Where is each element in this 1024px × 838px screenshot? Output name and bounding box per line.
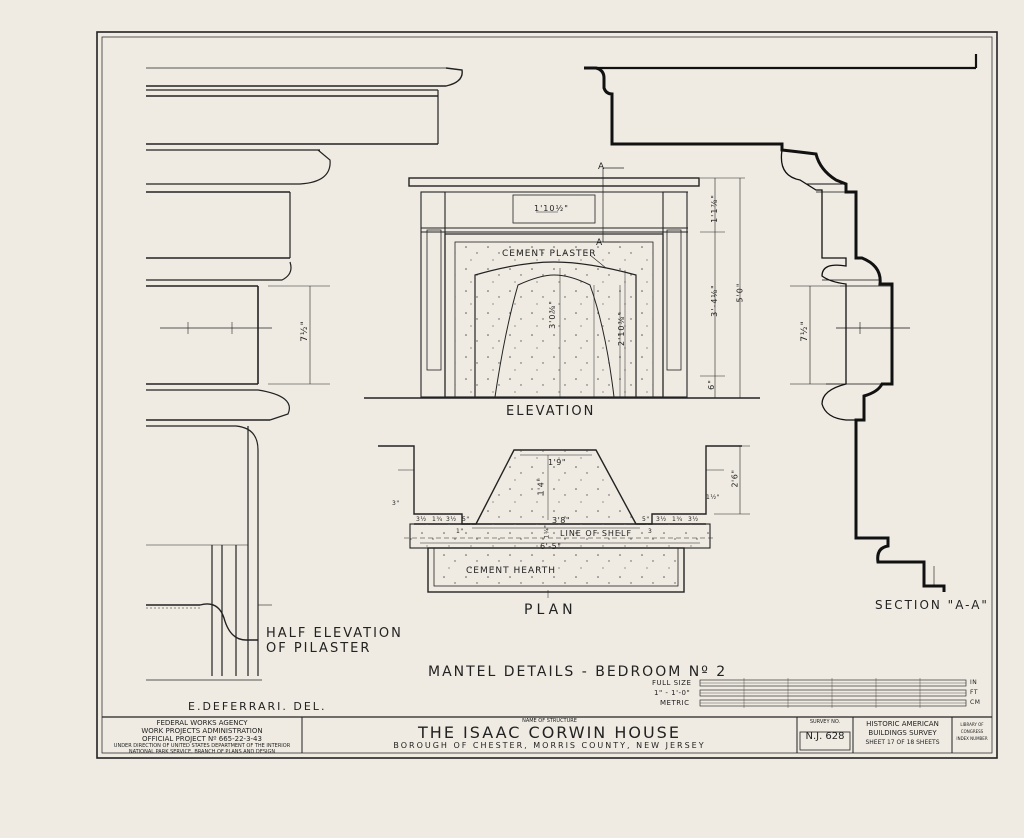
- survey-no: N.J. 628: [805, 731, 845, 742]
- structure-name: THE ISAAC CORWIN HOUSE: [418, 723, 681, 742]
- inner-border: [101, 36, 993, 754]
- dim-pilaster-right: 7½": [799, 320, 810, 342]
- dim-plan-seg-c: 3½: [446, 516, 457, 523]
- half-elevation-pilaster: [146, 67, 463, 681]
- dim-plan-opening: 3'8": [552, 516, 571, 525]
- dim-plan-overall: 6'-5": [540, 542, 562, 551]
- dim-plan-hearth-thick: 1¼": [543, 524, 551, 539]
- dim-overall-height: 5'0": [735, 282, 745, 303]
- note-line-of-shelf: LINE OF SHELF: [560, 529, 633, 538]
- dim-plan-seg-h: 3½: [688, 516, 699, 523]
- drawing-title: MANTEL DETAILS - BEDROOM Nº 2: [428, 664, 728, 680]
- dim-frieze-height: 1'1⅞": [709, 194, 719, 223]
- graphic-scale: [699, 678, 967, 708]
- agency-line-4: UNDER DIRECTION OF UNITED STATES DEPARTM…: [113, 743, 291, 749]
- dim-base-height: 6": [706, 379, 716, 390]
- section-mark-bottom: A: [596, 238, 604, 248]
- title-block-structure: NAME OF STRUCTURE THE ISAAC CORWIN HOUSE…: [302, 718, 797, 751]
- sheet-count: SHEET 17 OF 18 SHEETS: [865, 739, 940, 746]
- dim-pilaster-left: 7½": [299, 320, 310, 342]
- dim-plan-small-right: 1½": [706, 494, 720, 501]
- dim-plan-back: 1'9": [548, 458, 567, 467]
- scale-ft: 1" - 1'-0": [654, 689, 691, 697]
- section-a-a: [584, 54, 978, 592]
- title-block-loc: LIBRARY OF CONGRESS INDEX NUMBER: [952, 721, 992, 742]
- scale-metric: METRIC: [660, 699, 690, 707]
- section-title: SECTION "A-A": [875, 598, 989, 612]
- agency-line-1: FEDERAL WORKS AGENCY: [156, 719, 248, 727]
- mantel-plan: [378, 445, 750, 598]
- title-block-habs: HISTORIC AMERICAN BUILDINGS SURVEY SHEET…: [853, 720, 952, 747]
- title-block-survey: SURVEY NO. N.J. 628: [797, 718, 853, 748]
- structure-location: BOROUGH OF CHESTER, MORRIS COUNTY, NEW J…: [393, 741, 706, 750]
- delineator-credit: E.DEFERRARI. DEL.: [188, 700, 327, 713]
- elevation-title: ELEVATION: [506, 404, 596, 419]
- mantel-elevation: [364, 167, 760, 399]
- habs-line-2: BUILDINGS SURVEY: [868, 729, 937, 737]
- dim-plan-seg-b: 1¾: [432, 516, 443, 523]
- title-block-agency: FEDERAL WORKS AGENCY WORK PROJECTS ADMIN…: [104, 719, 300, 755]
- dim-plan-small-2: 3: [648, 528, 653, 535]
- section-mark-top: A: [598, 162, 606, 172]
- scale-unit-in: IN: [970, 679, 978, 686]
- survey-no-caption: SURVEY NO.: [809, 719, 841, 725]
- note-cement-hearth: CEMENT HEARTH: [466, 566, 556, 576]
- scale-unit-ft: FT: [970, 689, 979, 696]
- scale-unit-cm: CM: [970, 699, 981, 706]
- dim-plan-seg-f: 3½: [656, 516, 667, 523]
- agency-line-3: OFFICIAL PROJECT Nº 665-22-3-43: [142, 735, 262, 743]
- dim-plan-depth: 1'4": [536, 477, 546, 496]
- dim-opening-height-1: 3'0⅜": [547, 300, 557, 329]
- dim-plan-seg-d: 5": [462, 516, 470, 523]
- dim-plan-small-1: 1": [456, 528, 464, 535]
- title-block-frame: [102, 716, 992, 753]
- dim-plan-side-depth: 2'6": [730, 469, 740, 488]
- plan-title: PLAN: [524, 602, 577, 618]
- loc-line-1: LIBRARY OF CONGRESS: [960, 722, 984, 734]
- name-of-structure-caption: NAME OF STRUCTURE: [522, 718, 577, 724]
- dim-plan-small-left: 3": [392, 500, 400, 507]
- scale-full-size: FULL SIZE: [652, 679, 692, 687]
- dim-plan-seg-g: 1¾: [672, 516, 683, 523]
- dim-frieze-panel: 1'10½": [534, 204, 569, 213]
- dim-opening-total: 3'-4⅛": [709, 284, 719, 317]
- agency-line-2: WORK PROJECTS ADMINISTRATION: [141, 727, 263, 735]
- dim-opening-height-2: 2'10⅜": [616, 311, 626, 346]
- note-cement-plaster: CEMENT PLASTER: [502, 249, 597, 259]
- dim-plan-seg-e: 5": [642, 516, 650, 523]
- outer-border: [96, 31, 998, 759]
- loc-line-2: INDEX NUMBER: [956, 736, 988, 741]
- half-elevation-title: HALF ELEVATION OF PILASTER: [266, 626, 403, 656]
- dim-plan-seg-a: 3½: [416, 516, 427, 523]
- habs-line-1: HISTORIC AMERICAN: [866, 720, 939, 728]
- agency-line-5: NATIONAL PARK SERVICE, BRANCH OF PLANS A…: [128, 749, 276, 755]
